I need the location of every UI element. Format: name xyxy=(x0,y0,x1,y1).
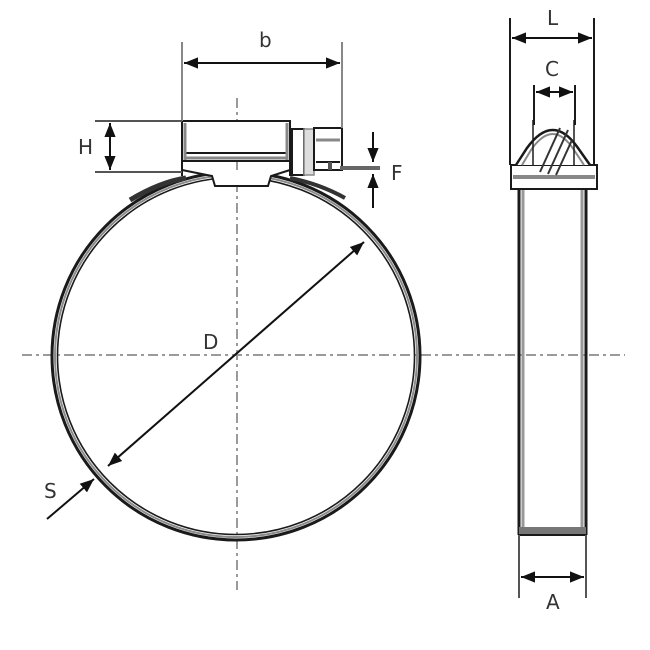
label-f: F xyxy=(391,161,403,185)
dimension-b xyxy=(181,42,343,128)
label-b: b xyxy=(259,28,272,52)
dimension-d xyxy=(107,241,365,467)
label-h: H xyxy=(78,135,94,159)
dimension-s xyxy=(46,478,95,520)
label-c: C xyxy=(545,57,559,81)
side-view xyxy=(509,18,598,598)
label-d: D xyxy=(203,330,219,354)
screw-head xyxy=(291,127,380,176)
side-housing xyxy=(510,120,598,190)
side-band xyxy=(517,190,588,536)
label-s: S xyxy=(44,479,57,503)
dimension-l xyxy=(509,18,595,165)
label-a: A xyxy=(546,590,560,614)
dimension-h xyxy=(95,120,182,173)
front-view xyxy=(22,42,625,590)
dimension-c xyxy=(533,85,576,125)
screw-housing xyxy=(181,120,291,187)
dimension-a xyxy=(518,535,587,598)
label-l: L xyxy=(547,6,559,30)
